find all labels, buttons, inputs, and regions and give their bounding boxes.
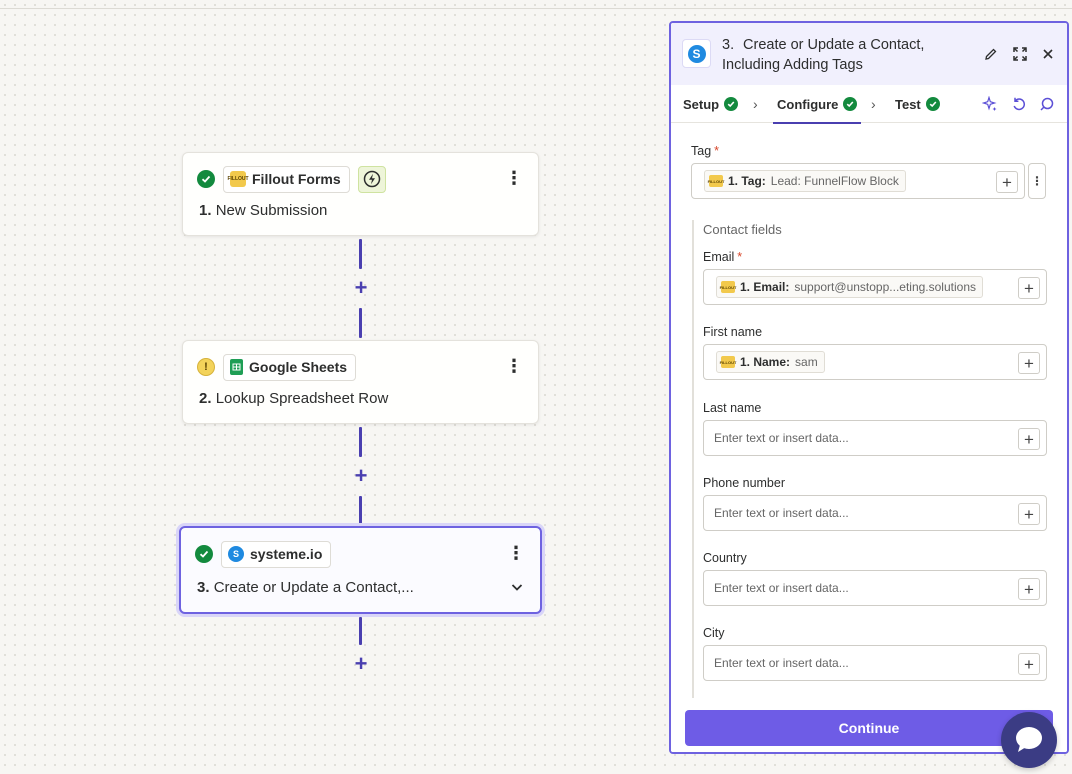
check-icon [724, 97, 739, 111]
app-chip-google-sheets: Google Sheets [223, 353, 357, 381]
more-options-icon[interactable]: ⋮ [505, 356, 523, 376]
continue-button[interactable]: Continue [685, 710, 1053, 746]
panel-header: S 3. Create or Update a Contact, Includi… [671, 23, 1067, 85]
fillout-logo-icon: FILLOUT [227, 171, 249, 187]
insert-data-button[interactable]: + [1018, 277, 1040, 299]
comment-search-icon[interactable] [1038, 95, 1056, 113]
tag-data-pill[interactable]: FILLOUT 1. Tag: Lead: FunnelFlow Block [704, 170, 906, 192]
insert-data-button[interactable]: + [1018, 352, 1040, 374]
fillout-logo-icon: FILLOUT [708, 175, 724, 187]
phone-input[interactable]: Enter text or insert data... + [703, 495, 1047, 531]
insert-data-button[interactable]: + [1018, 578, 1040, 600]
check-icon [925, 97, 940, 111]
edit-pencil-icon[interactable] [981, 44, 1001, 64]
insert-data-button[interactable]: + [1018, 428, 1040, 450]
undo-icon[interactable] [1010, 95, 1028, 113]
email-label: Email* [703, 250, 743, 264]
country-label: Country [703, 551, 747, 565]
tab-setup[interactable]: Setup [683, 85, 739, 123]
app-name: Fillout Forms [252, 171, 341, 187]
fillout-logo-icon: FILLOUT [720, 356, 736, 368]
app-name: Google Sheets [249, 359, 348, 375]
first-name-input[interactable]: FILLOUT 1. Name: sam + [703, 344, 1047, 380]
more-options-icon[interactable]: ⋮ [505, 168, 523, 188]
group-divider [692, 220, 694, 698]
tab-test[interactable]: Test [895, 85, 940, 123]
google-sheets-logo-icon [230, 359, 243, 375]
city-label: City [703, 626, 725, 640]
insert-data-button[interactable]: + [996, 171, 1018, 193]
contact-fields-label: Contact fields [703, 222, 782, 237]
top-divider [0, 8, 1072, 9]
chat-bubble-icon[interactable] [1001, 712, 1057, 768]
app-chip-systeme: S systeme.io [221, 540, 332, 568]
last-name-input[interactable]: Enter text or insert data... + [703, 420, 1047, 456]
fillout-logo-icon: FILLOUT [720, 281, 736, 293]
chevron-down-icon[interactable] [510, 580, 524, 599]
email-data-pill[interactable]: FILLOUT 1. Email: support@unstopp...etin… [716, 276, 983, 298]
first-name-label: First name [703, 325, 763, 339]
insert-data-button[interactable]: + [1018, 503, 1040, 525]
app-chip-fillout: FILLOUT Fillout Forms [223, 165, 350, 193]
first-name-data-pill[interactable]: FILLOUT 1. Name: sam [716, 351, 825, 373]
add-step-button[interactable]: + [354, 651, 368, 676]
step-title: 3. Create or Update a Contact,... [197, 579, 414, 596]
workflow-step-3[interactable]: S systeme.io ⋮ 3. Create or Update a Con… [179, 526, 542, 614]
warning-icon: ! [197, 358, 215, 376]
chevron-right-icon: › [871, 96, 876, 112]
check-icon [195, 545, 213, 563]
connector-line [359, 239, 362, 269]
connector-line [359, 308, 362, 338]
last-name-label: Last name [703, 401, 762, 415]
connector-line [359, 427, 362, 457]
step-tabs: Setup › Configure › Test [671, 85, 1067, 124]
more-options-icon[interactable]: ⋮ [507, 543, 525, 563]
connector-line [359, 617, 362, 645]
configure-form: Tag* FILLOUT 1. Tag: Lead: FunnelFlow Bl… [671, 124, 1067, 698]
close-icon[interactable] [1038, 44, 1058, 64]
tag-label: Tag* [691, 144, 720, 158]
connector-line [359, 496, 362, 526]
expand-icon[interactable] [1010, 44, 1030, 64]
city-input[interactable]: Enter text or insert data... + [703, 645, 1047, 681]
add-step-button[interactable]: + [354, 275, 368, 300]
tag-input[interactable]: FILLOUT 1. Tag: Lead: FunnelFlow Block + [691, 163, 1025, 199]
phone-label: Phone number [703, 476, 786, 490]
lightning-icon [357, 165, 386, 193]
country-input[interactable]: Enter text or insert data... + [703, 570, 1047, 606]
add-step-button[interactable]: + [354, 463, 368, 488]
panel-title: 3. Create or Update a Contact, Including… [722, 37, 925, 73]
check-icon [197, 170, 215, 188]
email-input[interactable]: FILLOUT 1. Email: support@unstopp...etin… [703, 269, 1047, 305]
step-config-panel: S 3. Create or Update a Contact, Includi… [669, 21, 1069, 754]
workflow-step-1[interactable]: FILLOUT Fillout Forms ⋮ 1. New Submissio… [182, 152, 539, 236]
workflow-step-2[interactable]: ! Google Sheets ⋮ 2. Lookup Spreadsheet … [182, 340, 539, 424]
step-title: 2. Lookup Spreadsheet Row [199, 390, 389, 407]
chevron-right-icon: › [753, 96, 758, 112]
check-icon [843, 97, 858, 111]
systeme-logo-icon: S [228, 546, 244, 562]
app-name: systeme.io [250, 546, 323, 562]
insert-data-button[interactable]: + [1018, 653, 1040, 675]
systeme-logo-icon: S [682, 39, 711, 68]
field-options-icon[interactable]: ⋮ [1028, 163, 1046, 199]
ai-sparkle-icon[interactable] [981, 95, 999, 113]
tab-configure[interactable]: Configure [772, 85, 862, 124]
step-title: 1. New Submission [199, 202, 328, 219]
